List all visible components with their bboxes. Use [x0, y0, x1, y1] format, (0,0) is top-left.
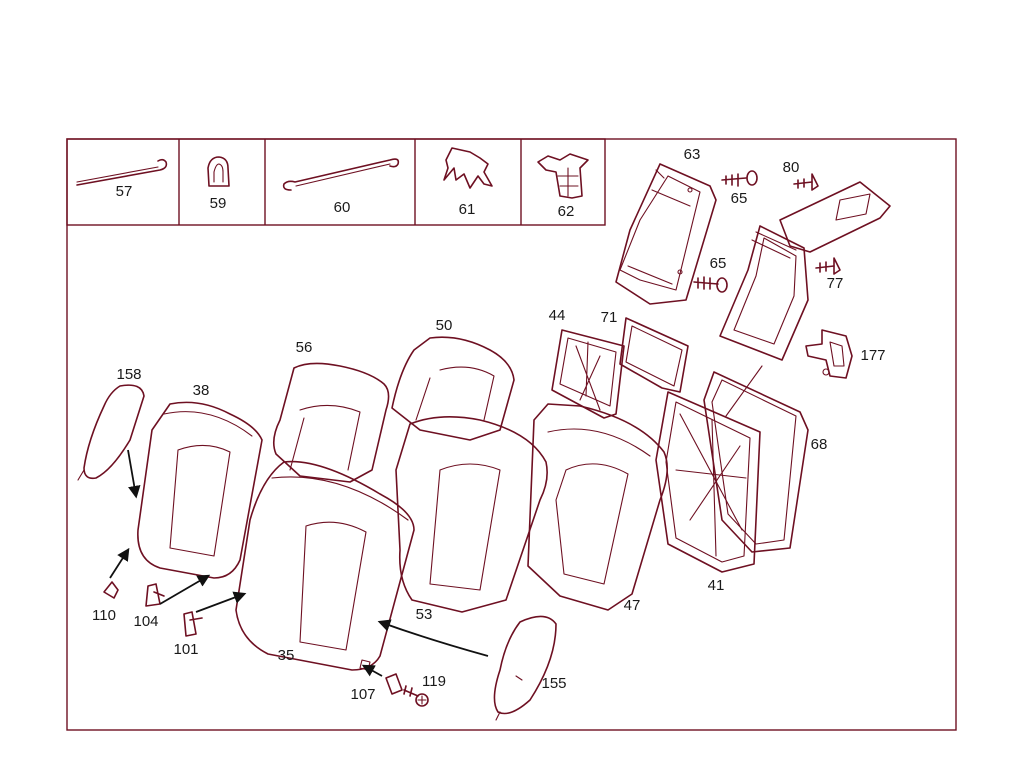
backrest-padding-50 — [391, 336, 515, 441]
part-label-104: 104 — [133, 613, 158, 630]
part-label-35: 35 — [278, 647, 295, 664]
backrest-cover-47 — [527, 403, 668, 611]
part-label-47: 47 — [624, 597, 641, 614]
part-label-65b: 65 — [710, 255, 727, 272]
arrow-101 — [195, 591, 247, 613]
part-label-155: 155 — [541, 675, 566, 692]
part-label-56: 56 — [296, 339, 313, 356]
part-label-71: 71 — [601, 309, 618, 326]
part-label-57: 57 — [116, 183, 133, 200]
arrow-104 — [159, 574, 211, 605]
arrow-110 — [109, 547, 130, 579]
part-label-61: 61 — [459, 201, 476, 218]
part-labels: 57 59 60 61 62 63 65 80 65 77 44 71 50 56 177 158 38 68 41… — [92, 146, 885, 703]
part-label-110: 110 — [92, 607, 116, 624]
backrest-frame-44 — [551, 329, 625, 419]
hook-101 — [183, 611, 203, 637]
part-label-119: 119 — [422, 673, 446, 690]
arrow-158 — [127, 449, 141, 499]
part-label-68: 68 — [811, 436, 828, 453]
side-bolster-155 — [493, 615, 557, 721]
screw-119 — [403, 685, 429, 707]
clip-107 — [385, 673, 403, 695]
rod-60 — [282, 158, 400, 191]
part-label-50: 50 — [436, 317, 453, 334]
backrest-frame-71 — [619, 317, 689, 393]
part-label-158: 158 — [116, 366, 141, 383]
part-label-59: 59 — [210, 195, 227, 212]
part-label-177: 177 — [860, 347, 885, 364]
clip-61 — [443, 147, 493, 189]
backrest-cover-38 — [137, 401, 263, 579]
screw-65-mid — [693, 276, 728, 293]
part-label-44: 44 — [549, 307, 566, 324]
arrow-155 — [377, 619, 489, 657]
part-label-41: 41 — [708, 577, 725, 594]
rod-57 — [76, 158, 168, 186]
part-label-60: 60 — [334, 199, 351, 216]
part-label-53: 53 — [416, 606, 433, 623]
diagram-frame — [66, 138, 957, 731]
armrest-trim-panel — [719, 181, 891, 361]
backrest-cover-35 — [235, 460, 415, 671]
screw-65-top — [721, 170, 758, 187]
part-label-63: 63 — [684, 146, 701, 163]
arrow-119 — [361, 664, 383, 677]
inset-boxes — [66, 138, 606, 226]
armrest-housing-63 — [615, 163, 717, 305]
backrest-frame-68 — [703, 371, 809, 553]
part-label-107: 107 — [350, 686, 375, 703]
screw-77 — [815, 257, 841, 275]
side-bolster-158 — [77, 384, 145, 481]
clip-62 — [537, 153, 589, 199]
bracket-177 — [805, 329, 853, 379]
clip-59 — [207, 156, 230, 187]
part-label-101: 101 — [173, 641, 198, 658]
part-label-38: 38 — [193, 382, 210, 399]
part-label-77: 77 — [827, 275, 844, 292]
part-label-65a: 65 — [731, 190, 748, 207]
part-label-62: 62 — [558, 203, 575, 220]
clip-110 — [103, 581, 119, 599]
backrest-padding-53 — [395, 416, 548, 613]
backrest-padding-56 — [272, 362, 390, 483]
screw-80 — [793, 173, 819, 191]
part-label-80: 80 — [783, 159, 800, 176]
